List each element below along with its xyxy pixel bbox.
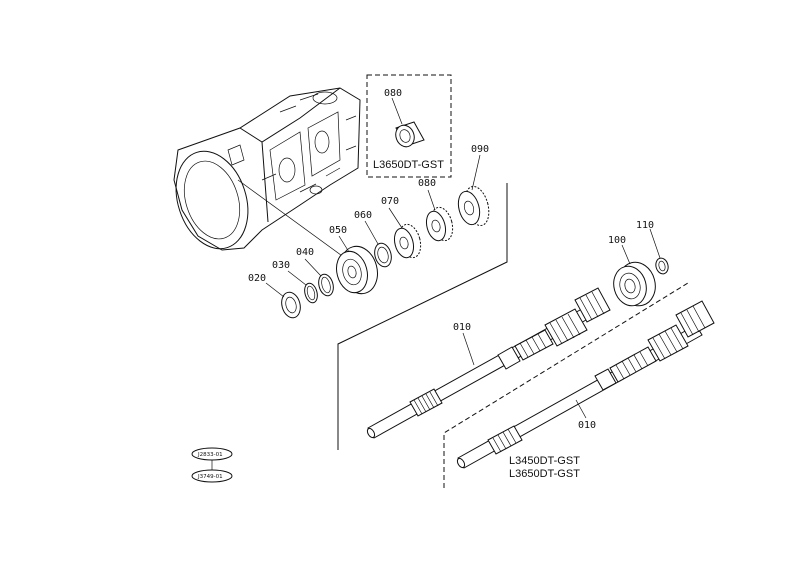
leader-050 bbox=[338, 235, 350, 253]
leader-080 bbox=[427, 189, 436, 211]
leader-090 bbox=[471, 154, 481, 191]
callout-050: 050 bbox=[329, 225, 347, 236]
leader-010-lower bbox=[575, 399, 587, 419]
part-080-bushing-inset[interactable] bbox=[393, 121, 425, 149]
variant-outline bbox=[443, 282, 689, 488]
callout-100: 100 bbox=[608, 235, 626, 246]
variant-label-2: L3650DT-GST bbox=[509, 468, 580, 480]
leader-110 bbox=[649, 228, 661, 259]
leader-040 bbox=[304, 258, 322, 277]
leader-100 bbox=[621, 244, 631, 265]
leader-020 bbox=[265, 282, 285, 298]
part-050-ball-bearing[interactable] bbox=[332, 242, 383, 298]
callout-070: 070 bbox=[381, 196, 399, 207]
leader-070 bbox=[388, 207, 403, 229]
part-060-collar[interactable] bbox=[372, 241, 394, 268]
callout-090: 090 bbox=[471, 144, 489, 155]
callout-060: 060 bbox=[354, 210, 372, 221]
inset-frame bbox=[366, 74, 452, 178]
callout-010-upper: 010 bbox=[453, 322, 471, 333]
callout-030: 030 bbox=[272, 260, 290, 271]
assembly-outline bbox=[337, 183, 508, 450]
callout-110: 110 bbox=[636, 220, 654, 231]
part-080-gear[interactable] bbox=[423, 205, 456, 243]
part-100-bearing[interactable] bbox=[609, 258, 660, 310]
variant-label-inset: L3650DT-GST bbox=[373, 159, 444, 171]
part-030-snap-ring[interactable] bbox=[303, 282, 320, 304]
reference-code-2-text: J3749-01 bbox=[197, 474, 223, 480]
part-010-shaft-upper[interactable] bbox=[366, 287, 611, 439]
callout-080-inset: 080 bbox=[384, 88, 402, 99]
callout-080: 080 bbox=[418, 178, 436, 189]
center-axis-line bbox=[237, 179, 346, 259]
leader-010-upper bbox=[462, 332, 475, 366]
part-070-gear[interactable] bbox=[391, 222, 424, 260]
part-090-gear[interactable] bbox=[455, 184, 493, 228]
part-010-shaft-lower[interactable] bbox=[456, 300, 715, 469]
part-040-snap-ring[interactable] bbox=[316, 273, 335, 298]
reference-code-1-text: J2833-01 bbox=[197, 452, 223, 458]
reference-code-2: J3749-01 bbox=[191, 469, 233, 483]
leader-060 bbox=[364, 220, 379, 245]
transmission-case[interactable] bbox=[164, 87, 361, 258]
callout-010-lower: 010 bbox=[578, 420, 596, 431]
part-110-snap-ring[interactable] bbox=[654, 257, 670, 276]
callout-020: 020 bbox=[248, 273, 266, 284]
leader-080-inset bbox=[391, 97, 403, 125]
variant-label-1: L3450DT-GST bbox=[509, 455, 580, 467]
leader-030 bbox=[287, 270, 307, 286]
reference-code-1: J2833-01 bbox=[191, 447, 233, 461]
part-020-seal[interactable] bbox=[279, 290, 303, 320]
callout-040: 040 bbox=[296, 247, 314, 258]
